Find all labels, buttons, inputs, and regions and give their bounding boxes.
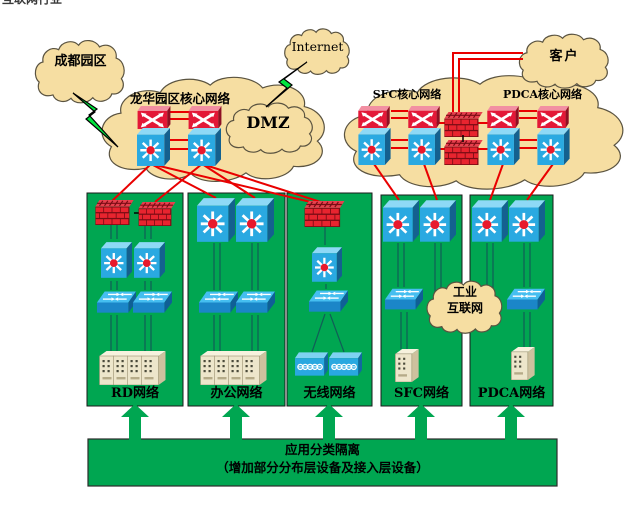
router-icon bbox=[357, 106, 391, 128]
wan-links bbox=[72, 61, 308, 148]
internet-cloud-label: Internet bbox=[291, 39, 344, 54]
firewall-icon bbox=[443, 112, 484, 137]
router-icon bbox=[486, 106, 520, 128]
office-panel-devices bbox=[197, 197, 275, 385]
l3-switch-icon bbox=[197, 197, 235, 243]
wireless-ap-icon bbox=[329, 352, 362, 376]
firewall-icon bbox=[303, 201, 346, 227]
panel-label-sfc: SFC网络 bbox=[394, 386, 449, 401]
dmz-cloud-label: DMZ bbox=[246, 113, 290, 132]
wireless-ap-icon bbox=[295, 352, 328, 376]
switch-icon bbox=[385, 287, 423, 311]
l3-switch-icon bbox=[236, 197, 274, 243]
l3-switch-icon bbox=[383, 199, 419, 243]
longhua-core-label: 龙华园区核心网络 bbox=[129, 91, 230, 106]
industrial-cloud-label-line2: 互联网 bbox=[446, 301, 483, 315]
industrial-cloud-label-line1: 工业 bbox=[452, 285, 477, 299]
panel-label-pdca: PDCA网络 bbox=[477, 386, 546, 401]
up-arrow-icon bbox=[222, 404, 250, 440]
l3-switch-icon bbox=[188, 128, 221, 166]
up-arrow-icon bbox=[407, 404, 435, 440]
switch-icon bbox=[507, 287, 545, 311]
server-icon bbox=[242, 351, 267, 385]
clipped-top-left-text: 互联网行业 bbox=[2, 0, 62, 6]
switch-icon bbox=[309, 289, 348, 313]
lightning-bolt-internet-icon bbox=[265, 61, 308, 108]
l3-switch-icon bbox=[101, 240, 132, 280]
l3-switch-icon bbox=[509, 199, 545, 243]
isolation-bar-group bbox=[87, 404, 558, 487]
l3-switch-icon bbox=[134, 240, 165, 280]
up-arrow-icon bbox=[315, 404, 343, 440]
router-icon bbox=[136, 106, 172, 129]
server-icon bbox=[394, 349, 420, 382]
firewall-icon bbox=[443, 140, 484, 165]
pdca-core-label: PDCA核心网络 bbox=[502, 88, 583, 101]
lightning-bolt-chengdu-icon bbox=[72, 92, 119, 148]
l3-switch-icon bbox=[472, 199, 508, 243]
switch-icon bbox=[199, 290, 238, 314]
router-icon bbox=[407, 106, 441, 128]
isolation-bar-text-line1: 应用分类隔离 bbox=[284, 442, 360, 457]
customer-cloud-label: 客户 bbox=[549, 49, 580, 64]
server-icon bbox=[141, 351, 166, 385]
rd-panel-devices bbox=[94, 200, 177, 385]
switch-icon bbox=[133, 290, 172, 314]
l3-switch-icon bbox=[420, 199, 456, 243]
sfc-core-label: SFC核心网络 bbox=[372, 88, 442, 101]
l3-switch-icon bbox=[312, 245, 342, 284]
chengdu-cloud-label: 成都园区 bbox=[54, 54, 107, 69]
switch-icon bbox=[97, 290, 136, 314]
isolation-bar bbox=[87, 438, 558, 487]
panel-label-office: 办公网络 bbox=[210, 386, 263, 401]
l3-switch-icon bbox=[137, 128, 170, 166]
l3-switch-icon bbox=[408, 128, 441, 165]
panel-label-wireless: 无线网络 bbox=[303, 386, 356, 401]
sfc-pdca-core-devices bbox=[357, 106, 570, 165]
router-icon bbox=[536, 106, 570, 128]
firewall-icon bbox=[94, 200, 135, 225]
l3-switch-icon bbox=[358, 128, 391, 165]
l3-switch-icon bbox=[487, 128, 520, 165]
up-arrows bbox=[121, 404, 525, 440]
up-arrow-icon bbox=[121, 404, 149, 440]
panel-label-rd: RD网络 bbox=[110, 386, 160, 401]
switch-icon bbox=[236, 290, 275, 314]
up-arrow-icon bbox=[497, 404, 525, 440]
server-icon bbox=[510, 347, 536, 380]
firewall-icon bbox=[137, 202, 177, 226]
isolation-bar-text-line2: （增加部分分布层设备及接入层设备） bbox=[216, 460, 429, 475]
l3-switch-icon bbox=[537, 128, 570, 165]
router-icon bbox=[187, 106, 223, 129]
